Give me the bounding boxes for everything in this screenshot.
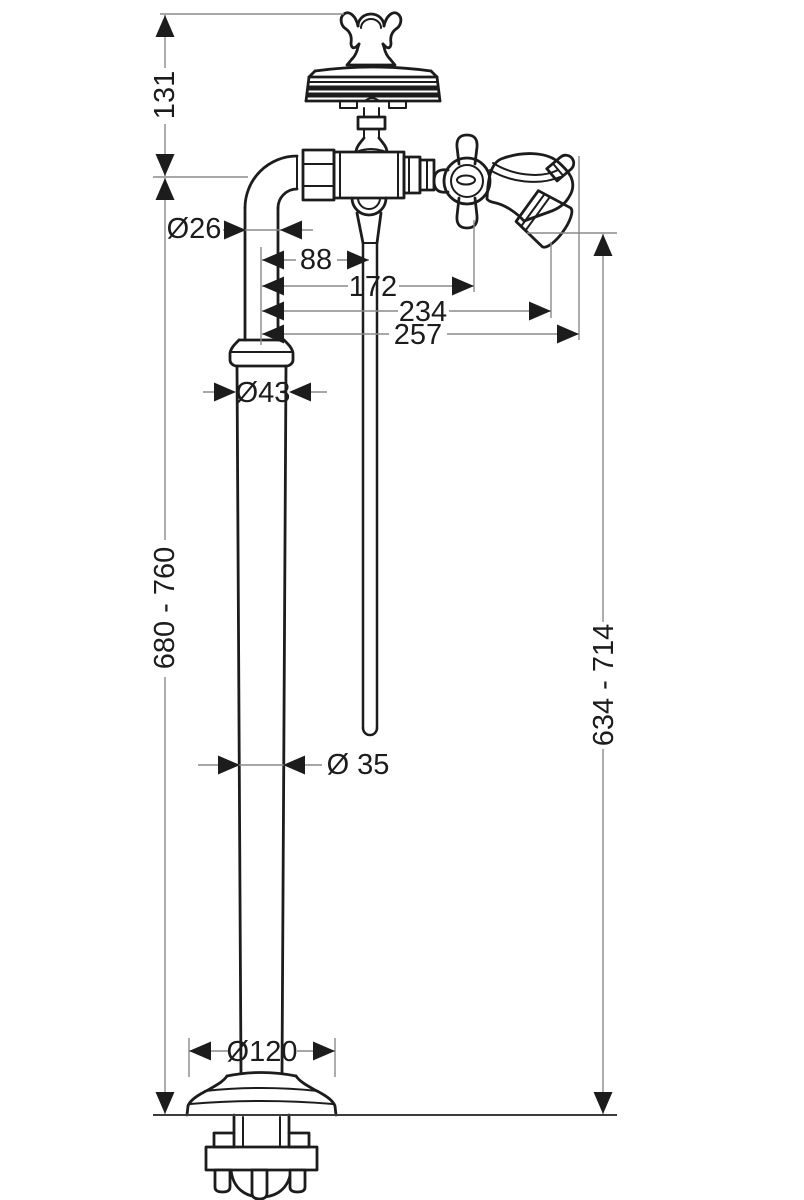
- extension-lines: [153, 13, 617, 1077]
- arrow-right-icon: [347, 250, 369, 270]
- dimension-o26: Ø26: [167, 213, 313, 245]
- dimension-label-257: 257: [394, 319, 442, 351]
- valve-stem: [354, 107, 389, 153]
- arrow-right-icon: [224, 220, 246, 240]
- dimension-257: 257: [262, 319, 579, 351]
- escutcheon-bell: [304, 65, 442, 109]
- arrow-right-icon: [529, 301, 551, 321]
- dimension-234: 234: [262, 296, 551, 328]
- dimension-label-634-714: 634 - 714: [588, 624, 620, 747]
- arrow-right-icon: [557, 324, 579, 344]
- dimension-o120: Ø120: [189, 1036, 335, 1068]
- dimension-680-760: 680 - 760: [149, 178, 181, 1114]
- arrow-up-icon: [155, 178, 175, 200]
- outlet-tube: [361, 241, 379, 737]
- valve-body: [296, 148, 436, 245]
- arrow-left-icon: [262, 250, 284, 270]
- dimension-634-714: 634 - 714: [588, 234, 620, 1114]
- dimension-label-234: 234: [399, 296, 447, 328]
- arrow-up-icon: [155, 15, 175, 37]
- riser-pipe: [228, 154, 299, 1075]
- dimension-131: 131: [149, 15, 181, 176]
- arrow-left-icon: [283, 755, 305, 775]
- arrow-left-icon: [262, 276, 284, 296]
- dimension-172: 172: [262, 271, 474, 303]
- dimension-label-o43: Ø43: [236, 377, 291, 409]
- base-flange: [185, 1071, 338, 1117]
- hex-nut: [301, 148, 336, 202]
- dimension-label-680-760: 680 - 760: [149, 547, 181, 670]
- dimension-88: 88: [262, 244, 369, 276]
- dimension-label-172: 172: [349, 271, 397, 303]
- arrow-right-icon: [452, 276, 474, 296]
- dimension-o35: Ø 35: [198, 749, 389, 781]
- dimension-label-88: 88: [300, 244, 332, 276]
- faucet-drawing: [185, 11, 576, 1200]
- arrow-right-icon: [214, 382, 236, 402]
- arrow-right-icon: [313, 1041, 335, 1061]
- arrow-left-icon: [289, 382, 311, 402]
- arrow-left-icon: [189, 1041, 211, 1061]
- arrow-up-icon: [593, 234, 613, 256]
- arrow-down-icon: [155, 154, 175, 176]
- control-handle: [432, 133, 492, 230]
- top-knob: [339, 11, 403, 67]
- arrow-left-icon: [280, 220, 302, 240]
- dimension-o43: Ø43: [203, 377, 327, 409]
- spout: [485, 152, 576, 249]
- dimension-label-o26: Ø26: [167, 213, 222, 245]
- spout-pin: [545, 153, 576, 183]
- dimension-label-131: 131: [149, 71, 181, 119]
- dimension-label-o120: Ø120: [227, 1036, 298, 1068]
- mounting-hardware: [204, 1113, 319, 1200]
- arrow-down-icon: [155, 1092, 175, 1114]
- arrow-down-icon: [593, 1092, 613, 1114]
- dimension-label-o35: Ø 35: [327, 749, 390, 781]
- arrow-right-icon: [218, 755, 240, 775]
- arrow-left-icon: [262, 301, 284, 321]
